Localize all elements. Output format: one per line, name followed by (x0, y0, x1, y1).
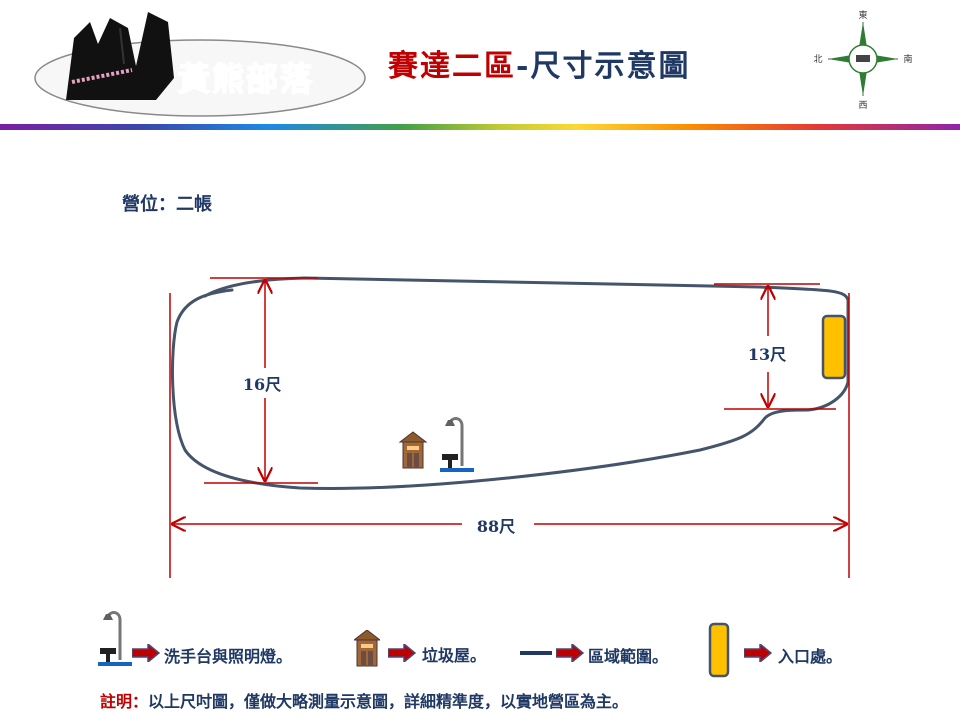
compass-south: 南 (903, 53, 912, 65)
length-dimension: 88尺 (169, 293, 850, 578)
legend-arrow-3-icon (556, 644, 584, 662)
legend-label-1: 洗手台與照明燈。 (164, 647, 293, 666)
logo-text: 黃熊部落 (178, 60, 314, 98)
note-label: 註明： (100, 692, 149, 711)
site-boundary (170, 276, 850, 490)
legend-boundary-line-icon (520, 651, 552, 655)
legend-arrow-4-icon (744, 644, 772, 662)
logo-mountain-icon (66, 12, 174, 100)
legend-trash-house-icon (354, 630, 380, 667)
length-label: 88尺 (477, 517, 515, 536)
note-text: 以上尺吋圖，僅做大略測量示意圖，詳細精準度，以實地營區為主。 (148, 692, 629, 711)
legend: 洗手台與照明燈。 垃圾屋。 區域範圍。 入口處。 (0, 600, 960, 720)
lamp-sink-icon (440, 417, 474, 472)
legend-entrance-icon (708, 622, 730, 678)
site-label: 營位：二帳 (122, 194, 212, 215)
title-part2: -尺寸示意圖 (516, 49, 691, 84)
compass-east: 東 (858, 9, 867, 21)
logo: 黃熊部落 (28, 8, 368, 120)
compass: 東 西 北 南 (808, 4, 918, 114)
legend-arrow-2-icon (388, 644, 416, 662)
header-divider (0, 124, 960, 130)
right-height-label: 13尺 (748, 345, 786, 364)
legend-arrow-1-icon (132, 644, 160, 662)
title-part1: 賽達二區 (388, 49, 516, 84)
compass-west: 西 (858, 100, 867, 111)
legend-lamp-sink-icon (98, 611, 132, 666)
trash-house-icon (398, 431, 428, 469)
legend-label-3: 區域範圍。 (588, 647, 669, 666)
page-title: 賽達二區-尺寸示意圖 (388, 52, 690, 82)
legend-label-4: 入口處。 (778, 647, 843, 666)
note: 註明：以上尺吋圖，僅做大略測量示意圖，詳細精準度，以實地營區為主。 (100, 688, 628, 712)
compass-north: 北 (813, 54, 822, 65)
right-height-dimension: 13尺 (714, 283, 836, 410)
left-height-dimension: 16尺 (204, 277, 318, 484)
legend-label-2: 垃圾屋。 (422, 646, 487, 665)
left-height-label: 16尺 (243, 375, 281, 394)
entrance-marker (821, 314, 847, 380)
